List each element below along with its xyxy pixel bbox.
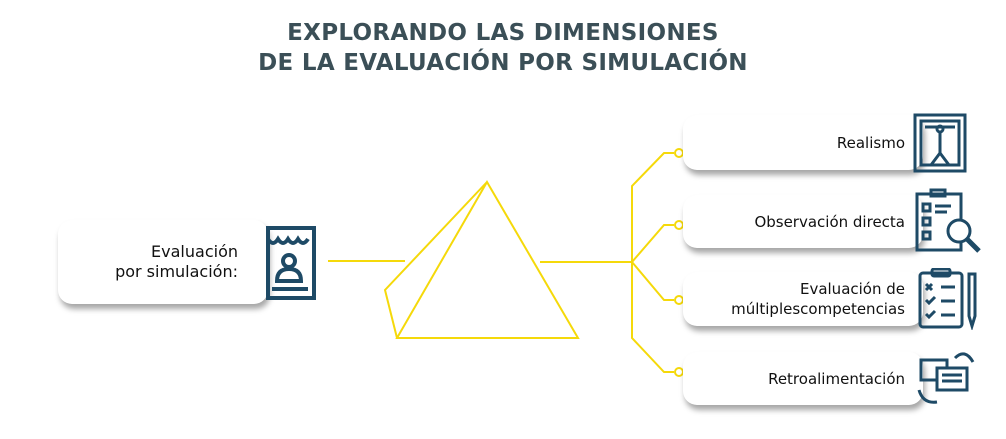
branch-dot [674, 295, 684, 305]
item-label-1: Evaluación de [799, 280, 905, 298]
chat-exchange-icon [917, 352, 975, 404]
title-line-1: EXPLORANDO LAS DIMENSIONES [287, 20, 719, 46]
item-card-observacion: Observación directa [683, 195, 923, 248]
item-label: Realismo [836, 133, 905, 152]
item-label-2: múltiplescompetencias [731, 300, 905, 318]
branch-dot [674, 148, 684, 158]
branch-dot [674, 367, 684, 377]
checklist-pencil-icon [918, 268, 977, 330]
branch-inner [630, 224, 674, 301]
source-label-2: por simulación: [115, 262, 238, 281]
branch-dot [674, 220, 684, 230]
pyramid-triangle [395, 180, 580, 339]
branch-outer [631, 152, 674, 373]
item-label: Observación directa [754, 212, 905, 231]
vitruvian-man-icon [913, 113, 967, 173]
item-card-competencias: Evaluación de múltiplescompetencias [683, 272, 923, 326]
diagram-title: EXPLORANDO LAS DIMENSIONES DE LA EVALUAC… [0, 18, 1006, 78]
title-line-2: DE LA EVALUACIÓN POR SIMULACIÓN [258, 50, 748, 76]
item-card-retro: Retroalimentación [683, 352, 923, 405]
item-label: Retroalimentación [768, 369, 905, 388]
source-label-1: Evaluación [151, 242, 238, 261]
item-card-realismo: Realismo [683, 115, 923, 170]
pyramid-side [383, 181, 488, 339]
booth-person-icon [266, 226, 316, 300]
clipboard-magnifier-icon [915, 188, 981, 253]
